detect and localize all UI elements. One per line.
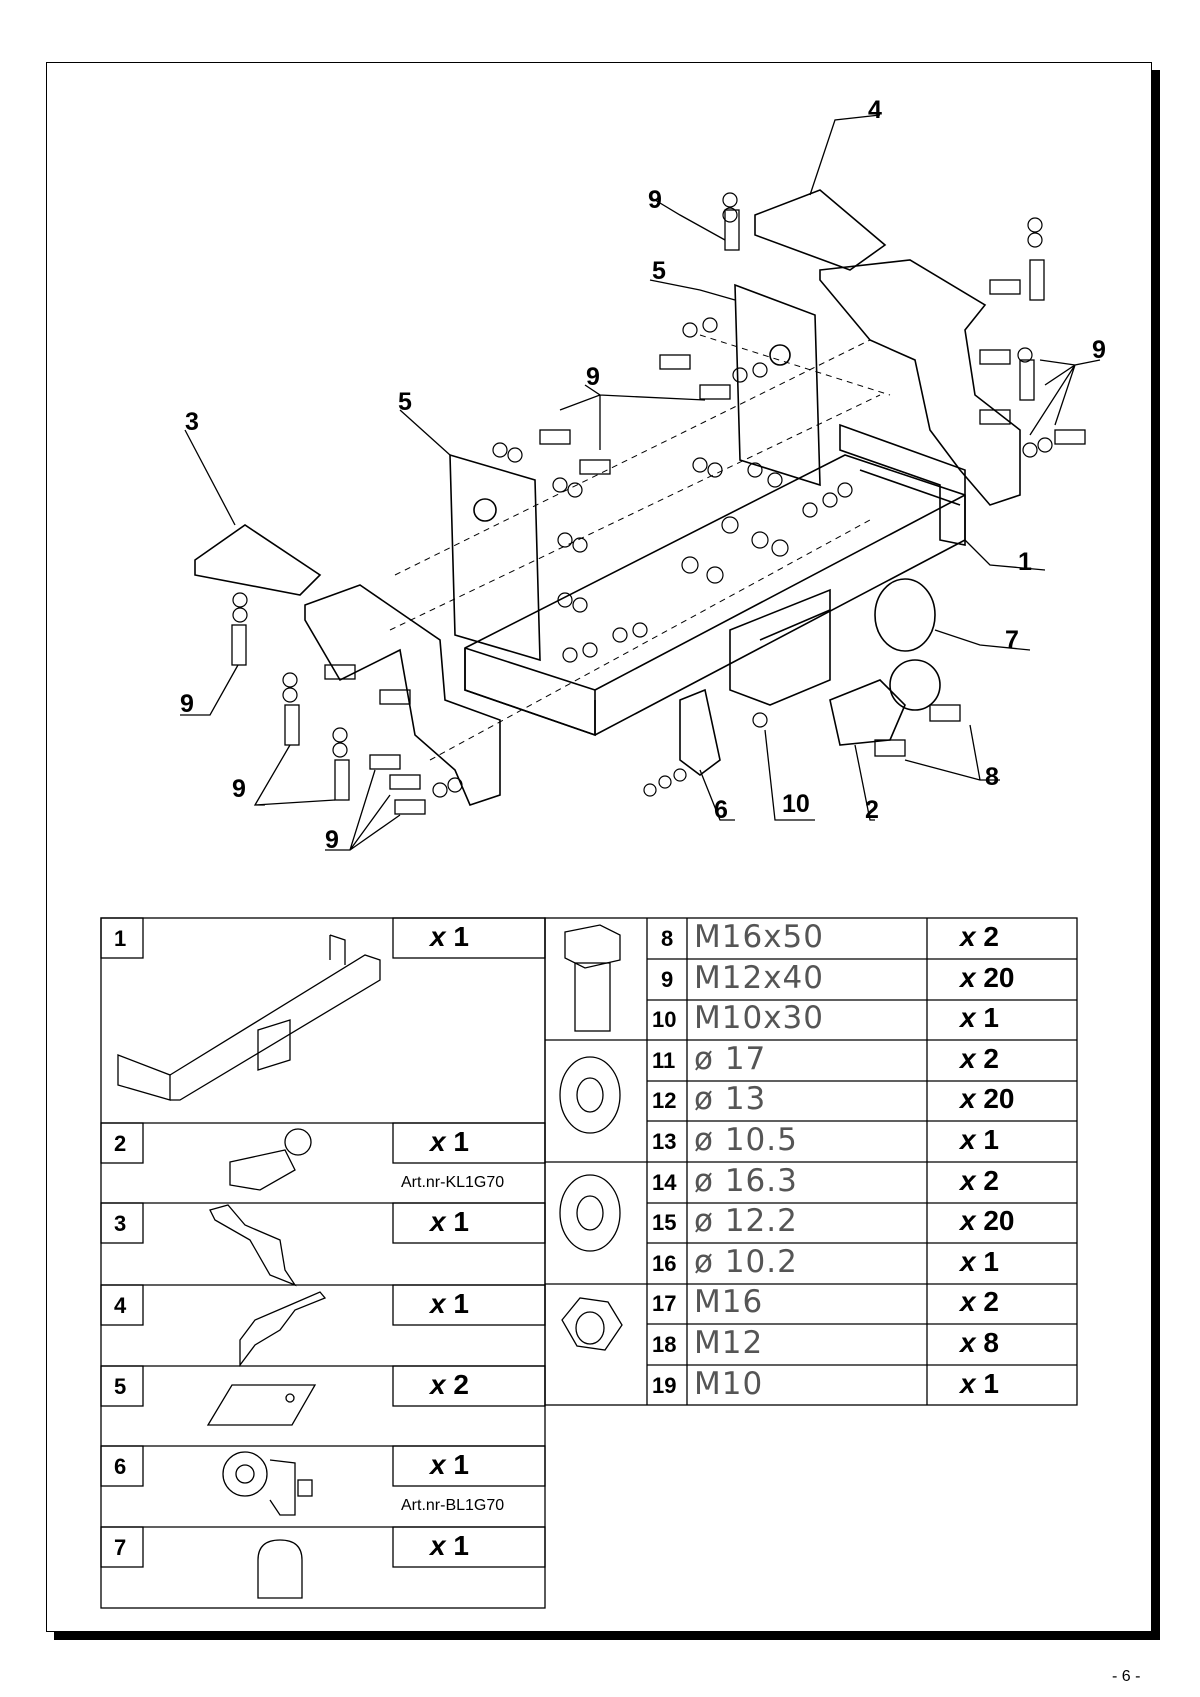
bracket-3-part	[194, 524, 322, 596]
part-spec: ø 10.2	[694, 1243, 798, 1280]
part-quantity: x 2	[960, 1286, 999, 1318]
part-number: 1	[114, 926, 127, 951]
callout-9-b: 9	[586, 363, 600, 391]
part-spec: ø 12.2	[694, 1203, 798, 1240]
part-quantity: x 1	[430, 1288, 469, 1319]
part-quantity: x 20	[960, 1205, 1015, 1237]
part-number: 11	[652, 1047, 676, 1073]
nut-icon	[561, 1297, 623, 1351]
part-quantity: x 1	[430, 1206, 469, 1237]
socket-plate-icon	[222, 1451, 313, 1516]
ball-cover-part	[874, 578, 936, 652]
part-spec: ø 17	[694, 1040, 767, 1077]
plate-5-left	[449, 453, 541, 662]
callout-7: 7	[1005, 626, 1019, 654]
socket-plate-part	[679, 688, 721, 776]
bracket-left-icon	[209, 1204, 297, 1287]
part-number: 17	[652, 1291, 677, 1317]
bolt-icon	[564, 924, 621, 1032]
frame-shadow-bottom	[54, 1632, 1160, 1640]
part-quantity: x 1	[430, 1530, 469, 1561]
bracket-4-part	[754, 189, 887, 271]
part-quantity: x 1	[430, 1449, 469, 1480]
callout-2: 2	[865, 796, 879, 824]
part-number: 3	[114, 1211, 127, 1236]
part-number: 19	[652, 1372, 677, 1398]
part-quantity: x 8	[960, 1327, 999, 1358]
part-quantity: x 1	[960, 1124, 999, 1155]
part-spec: M16	[694, 1284, 764, 1321]
part-quantity: x 1	[960, 1245, 999, 1277]
callout-10: 10	[782, 790, 810, 818]
part-number: 2	[114, 1131, 127, 1156]
ball-cover-icon	[257, 1539, 303, 1599]
part-quantity: x 20	[960, 1083, 1015, 1115]
part-spec: M12x40	[694, 959, 824, 996]
part-number: 13	[652, 1129, 677, 1154]
part-number: 7	[114, 1535, 127, 1560]
callout-6: 6	[714, 796, 728, 824]
washer-icon	[559, 1056, 621, 1134]
part-quantity: x 20	[960, 961, 1015, 993]
hitch-bracket-part	[729, 588, 831, 706]
callout-5-a: 5	[652, 257, 666, 285]
part-quantity: x 2	[430, 1369, 469, 1400]
page-number: - 6 -	[1112, 1668, 1141, 1685]
callout-8: 8	[985, 763, 999, 791]
callout-9-d: 9	[180, 690, 194, 718]
part-spec: M10	[694, 1365, 764, 1402]
part-quantity: x 1	[960, 1367, 999, 1399]
part-number: 15	[652, 1210, 677, 1236]
part-quantity: x 2	[960, 1042, 999, 1074]
callout-1: 1	[1018, 548, 1032, 576]
part-spec: M12	[694, 1325, 764, 1361]
frame-shadow-right	[1152, 70, 1160, 1640]
part-spec: M10x30	[694, 1000, 824, 1037]
part-number: 9	[661, 966, 674, 992]
part-number: 16	[652, 1250, 677, 1276]
part-quantity: x 1	[430, 921, 469, 952]
part-spec: ø 10.5	[694, 1122, 798, 1158]
part-quantity: x 2	[960, 921, 999, 952]
part-spec: M16x50	[694, 919, 824, 955]
towball-icon	[229, 1128, 312, 1191]
page-frame	[46, 62, 1152, 1632]
spring-washer-icon	[559, 1174, 621, 1252]
part-quantity: x 1	[430, 1126, 469, 1157]
callout-4: 4	[868, 96, 882, 124]
part-number: 8	[661, 926, 674, 951]
plate-icon	[206, 1384, 317, 1426]
callout-labels: 4 9 5 9 5 3 9 1 7 9 9 9 6 10 2 8	[180, 96, 1106, 854]
article-number: Art.nr-BL1G70	[401, 1497, 505, 1514]
bracket-right-icon	[239, 1291, 327, 1367]
part-number: 5	[114, 1374, 127, 1399]
tow-ball-part	[889, 659, 941, 711]
crossbar-icon	[117, 934, 381, 1101]
article-number: Art.nr-KL1G70	[401, 1174, 505, 1191]
callout-9-f: 9	[325, 826, 339, 854]
part-number: 12	[652, 1088, 677, 1114]
part-number: 4	[114, 1293, 127, 1318]
part-number: 10	[652, 1007, 677, 1033]
callout-9-e: 9	[232, 775, 246, 803]
part-number: 6	[114, 1454, 127, 1479]
callout-5-b: 5	[398, 388, 412, 416]
part-spec: ø 13	[694, 1081, 767, 1118]
part-spec: ø 16.3	[694, 1162, 798, 1199]
part-number: 14	[652, 1169, 677, 1195]
callout-9-c: 9	[1092, 336, 1106, 364]
plate-5-right	[734, 283, 821, 487]
part-number: 18	[652, 1332, 677, 1357]
part-quantity: x 2	[960, 1164, 999, 1196]
callout-9-a: 9	[648, 186, 662, 214]
part-quantity: x 1	[960, 1002, 999, 1034]
callout-3: 3	[185, 408, 199, 436]
